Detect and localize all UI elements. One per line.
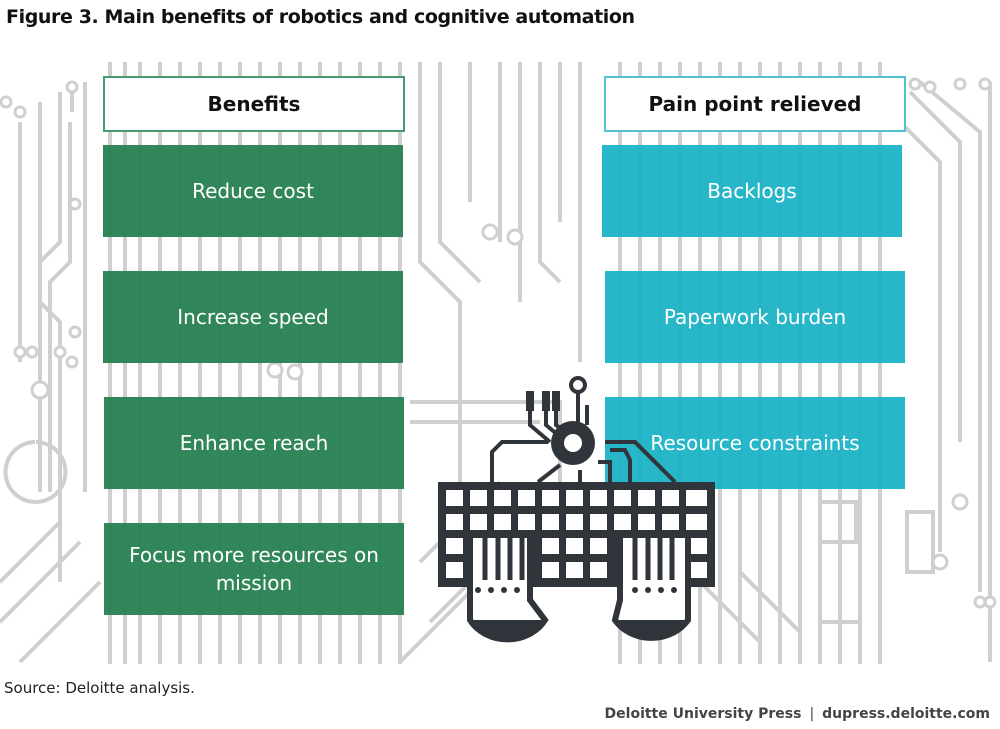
figure-title: Figure 3. Main benefits of robotics and … bbox=[6, 6, 635, 28]
benefits-header: Benefits bbox=[103, 76, 405, 132]
pain-point-label: Paperwork burden bbox=[663, 305, 847, 329]
pain-point-label: Resource constraints bbox=[650, 431, 860, 455]
pain-point-box: Paperwork burden bbox=[605, 271, 905, 363]
right-robot-hand bbox=[611, 532, 691, 641]
pain-point-header: Pain point relieved bbox=[604, 76, 906, 132]
pain-point-label: Backlogs bbox=[707, 179, 797, 203]
footer-separator: | bbox=[809, 706, 815, 722]
left-robot-hand bbox=[467, 532, 549, 643]
benefit-box: Focus more resources on mission bbox=[104, 523, 404, 615]
publisher-footer: Deloitte University Press | dupress.deloit… bbox=[605, 706, 990, 722]
robot-keyboard-hands-icon bbox=[438, 376, 715, 643]
benefit-label: Reduce cost bbox=[192, 179, 314, 203]
pain-point-box: Resource constraints bbox=[605, 397, 905, 489]
benefit-box: Enhance reach bbox=[104, 397, 404, 489]
source-note: Source: Deloitte analysis. bbox=[4, 679, 195, 697]
benefit-box: Increase speed bbox=[103, 271, 403, 363]
pain-point-box: Backlogs bbox=[602, 145, 902, 237]
benefit-label: Focus more resources on mission bbox=[129, 543, 379, 595]
publisher-name: Deloitte University Press bbox=[604, 706, 802, 722]
publisher-website[interactable]: dupress.deloitte.com bbox=[822, 706, 990, 722]
benefit-label: Increase speed bbox=[177, 305, 329, 329]
benefit-box: Reduce cost bbox=[103, 145, 403, 237]
benefit-label: Enhance reach bbox=[179, 431, 329, 455]
keyboard-keys bbox=[446, 490, 707, 578]
